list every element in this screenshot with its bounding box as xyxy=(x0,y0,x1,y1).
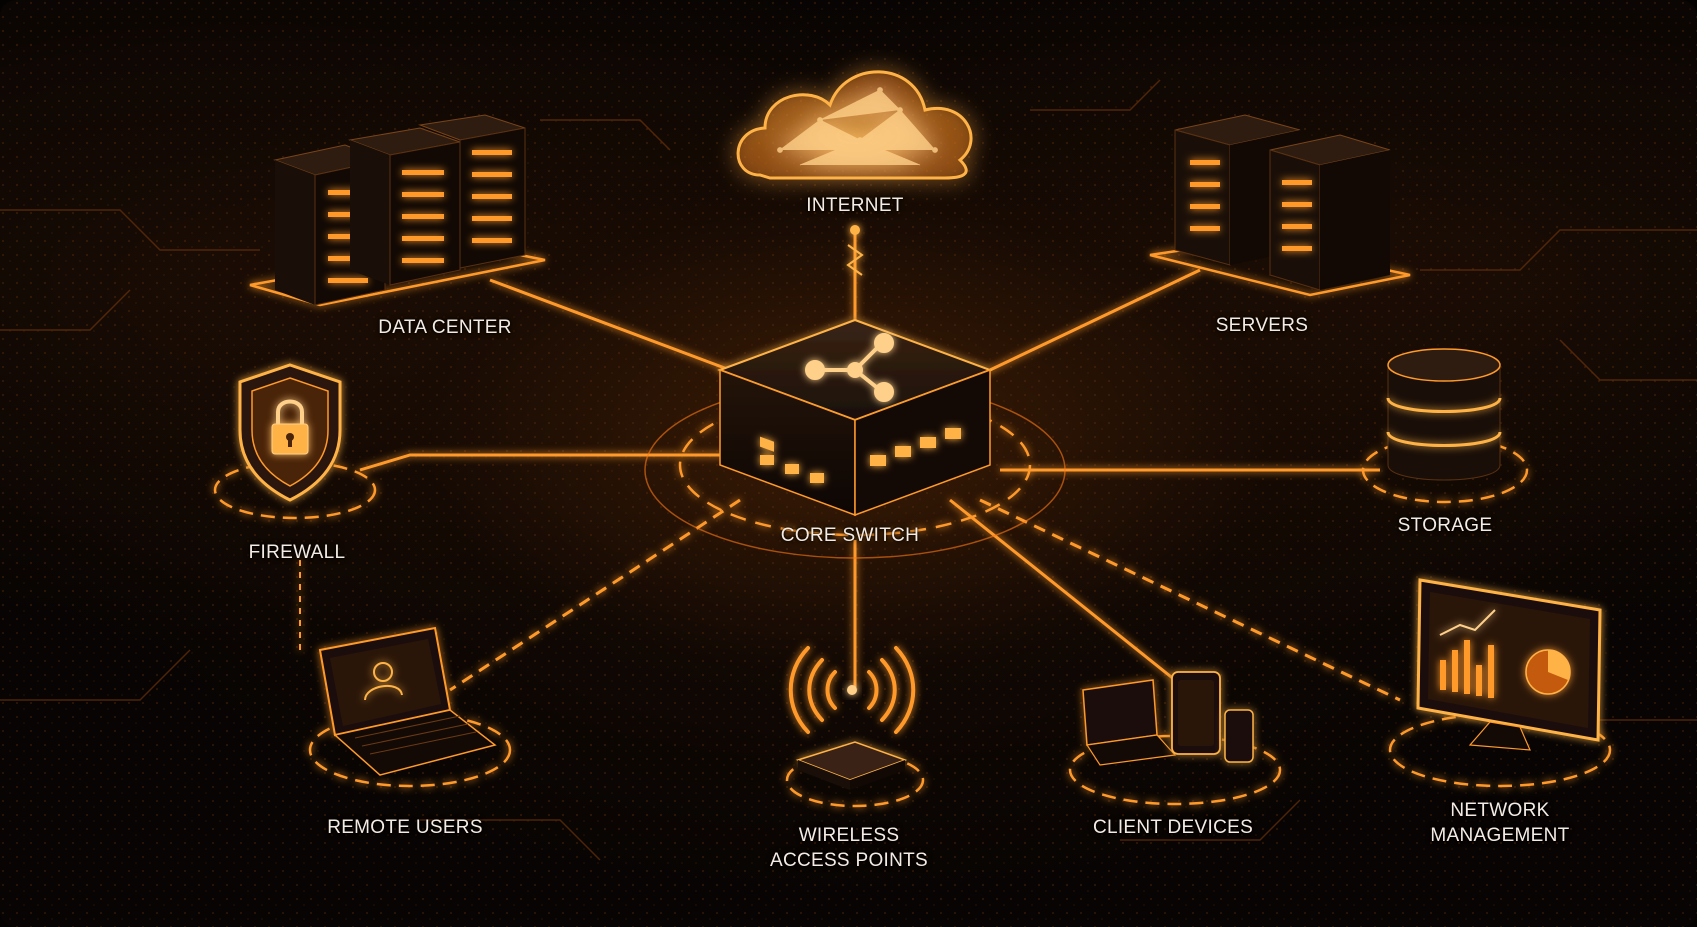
server-rack-icon xyxy=(249,114,546,307)
core-switch-icon xyxy=(644,318,1066,559)
monitor-dashboard-icon xyxy=(1388,578,1612,788)
label-wireless-access-points: WIRELESS ACCESS POINTS xyxy=(769,825,929,871)
link-antenna-icon xyxy=(846,225,864,276)
connection-lines xyxy=(299,228,1401,702)
label-remote-users: REMOTE USERS xyxy=(327,817,483,838)
link-remote-users xyxy=(449,498,741,692)
laptop-user-icon xyxy=(308,626,512,788)
server-tower-icon xyxy=(1149,114,1411,297)
link-firewall xyxy=(359,453,730,472)
label-internet: INTERNET xyxy=(806,195,904,216)
link-client-devices xyxy=(949,498,1201,702)
label-network-management: NETWORK MANAGEMENT xyxy=(1430,800,1570,846)
devices-icon xyxy=(1068,671,1282,806)
label-servers: SERVERS xyxy=(1215,315,1309,336)
background-circuit-traces xyxy=(0,79,1697,861)
link-servers xyxy=(989,268,1201,372)
wireless-antenna-icon xyxy=(785,646,925,808)
label-client-devices: CLIENT DEVICES xyxy=(1092,817,1254,838)
link-datacenter xyxy=(489,278,731,372)
label-core-switch: CORE SWITCH xyxy=(780,525,920,546)
link-management xyxy=(979,498,1401,702)
cloud-icon xyxy=(736,70,973,180)
label-storage: STORAGE xyxy=(1397,515,1493,536)
database-icon xyxy=(1361,348,1529,504)
shield-lock-icon xyxy=(213,363,377,520)
label-firewall: FIREWALL xyxy=(248,542,346,563)
label-data-center: DATA CENTER xyxy=(378,317,512,338)
